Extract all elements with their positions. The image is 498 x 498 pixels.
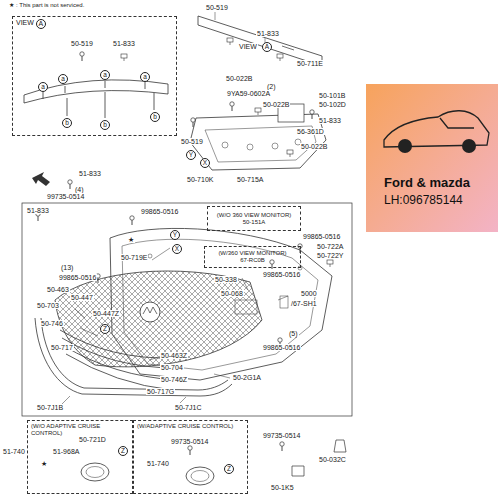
callout-letter: b xyxy=(100,120,110,130)
part-number: 50-447Z xyxy=(92,310,120,317)
part-number: 50-717 xyxy=(50,344,74,351)
part-number: 50-102D xyxy=(318,101,347,108)
callout-letter: X xyxy=(172,244,182,254)
part-number: 51-833 xyxy=(318,117,342,124)
part-number: 51-833 xyxy=(26,207,50,214)
part-number: 50-519 xyxy=(180,138,204,145)
part-number: 50-715A xyxy=(236,176,264,183)
part-number: 50-2G1A xyxy=(232,374,262,381)
part-number: (4) xyxy=(74,186,85,193)
variant-box: (W/O 360 VIEW MONITOR)50-151A xyxy=(207,206,301,231)
part-number: 50-710K xyxy=(186,176,214,183)
ad-panel xyxy=(366,84,498,232)
part-number: 50-068 xyxy=(220,290,244,297)
part-number: 50-032C xyxy=(318,456,347,463)
part-number: 99865-0516 xyxy=(302,233,341,240)
callout-letter: Z xyxy=(118,446,128,456)
callout-letter: X xyxy=(200,158,210,168)
part-number: (5) xyxy=(288,330,299,337)
part-number: 50-519 xyxy=(205,4,229,11)
callout-letter: a xyxy=(38,82,48,92)
box-text: 50-151A xyxy=(243,219,266,226)
part-number: 50-022B xyxy=(262,101,290,108)
part-number: 51-968A xyxy=(52,448,80,455)
part-number: ★ xyxy=(40,460,48,467)
box-heading: (W/O 360 VIEW MONITOR) xyxy=(217,212,292,219)
part-number: /67-SH1 xyxy=(290,300,318,307)
ad-panel: Ford & mazdaLH:096785144 xyxy=(366,84,498,234)
part-number: 50-7J1B xyxy=(36,404,64,411)
part-number: 50-721D xyxy=(78,436,107,443)
part-number: 50-463Z xyxy=(160,352,188,359)
part-number: 99865-0516 xyxy=(58,274,97,281)
variant-box: (W/O ADAPTIVE CRUISE CONTROL) xyxy=(27,420,133,494)
part-number: 50-519 xyxy=(70,40,94,47)
part-number: 50-463 xyxy=(46,286,70,293)
part-number: ★ xyxy=(127,236,135,243)
part-number: 51-833 xyxy=(78,170,102,177)
variant-box: (W/ADAPTIVE CRUISE CONTROL) xyxy=(133,420,248,494)
part-number: 51-833 xyxy=(112,40,136,47)
part-number: 50-746 xyxy=(40,320,64,327)
part-number: 99735-0514 xyxy=(46,193,85,200)
box-heading: VIEW xyxy=(16,19,34,27)
box-text: A xyxy=(36,19,46,29)
callout-letter: a xyxy=(100,70,110,80)
part-number: VIEW xyxy=(238,43,258,50)
note: ★ : This part is not serviced. xyxy=(8,2,85,8)
box-heading: (W/O ADAPTIVE CRUISE CONTROL) xyxy=(31,423,129,437)
callout-letter: A xyxy=(262,42,272,52)
part-number: 50-022B xyxy=(225,75,253,82)
part-number: 9YA59-0602A xyxy=(226,90,271,97)
box-heading: Ford & mazda xyxy=(384,176,470,191)
callout-letter: Z xyxy=(224,464,234,474)
part-number: 99865-0516 xyxy=(262,344,301,351)
callout-letter: b xyxy=(62,118,72,128)
part-number: 50-703 xyxy=(36,302,60,309)
callout-letter: b xyxy=(150,112,160,122)
box-text: LH:096785144 xyxy=(384,194,463,208)
part-number: 50-338 xyxy=(214,276,238,283)
part-number: 50-101B xyxy=(318,92,346,99)
part-number: (2) xyxy=(266,83,277,90)
part-number: 50-711E xyxy=(296,60,324,67)
box-heading: (W/ADAPTIVE CRUISE CONTROL) xyxy=(137,423,233,430)
part-number: 50-717G xyxy=(146,388,175,395)
part-number: (13) xyxy=(60,264,74,271)
part-number: 50-7J1C xyxy=(174,404,202,411)
part-number: 50-722A xyxy=(316,243,344,250)
part-number: 51-833 xyxy=(256,30,280,37)
part-number: 50-1K5 xyxy=(270,484,295,491)
part-number: 50-746Z xyxy=(160,376,188,383)
box-text: 67-RC0B xyxy=(240,257,265,264)
part-number: 50-719E xyxy=(120,254,148,261)
box-heading: (W/360 VIEW MONITOR) xyxy=(218,250,286,257)
callout-letter: a xyxy=(58,74,68,84)
part-number: 99735-0514 xyxy=(262,432,301,439)
callout-letter: Z xyxy=(100,324,110,334)
part-number: 50-447 xyxy=(70,294,94,301)
part-number: 5000 xyxy=(300,290,318,297)
callout-letter: a xyxy=(140,72,150,82)
part-number: 51-740 xyxy=(146,460,170,467)
part-number: 50-022B xyxy=(300,143,328,150)
part-number: 50-704 xyxy=(160,364,184,371)
part-number: 50-722Y xyxy=(316,252,344,259)
part-number: 56-361D xyxy=(296,128,325,135)
callout-letter: Y xyxy=(186,150,196,160)
part-number: 99865-0516 xyxy=(262,271,301,278)
part-number: 99865-0516 xyxy=(140,208,179,215)
part-number: 99735-0514 xyxy=(170,438,209,445)
variant-box: (W/360 VIEW MONITOR)67-RC0B xyxy=(204,246,301,268)
part-number: 51-740 xyxy=(2,448,26,455)
callout-letter: Y xyxy=(170,230,180,240)
